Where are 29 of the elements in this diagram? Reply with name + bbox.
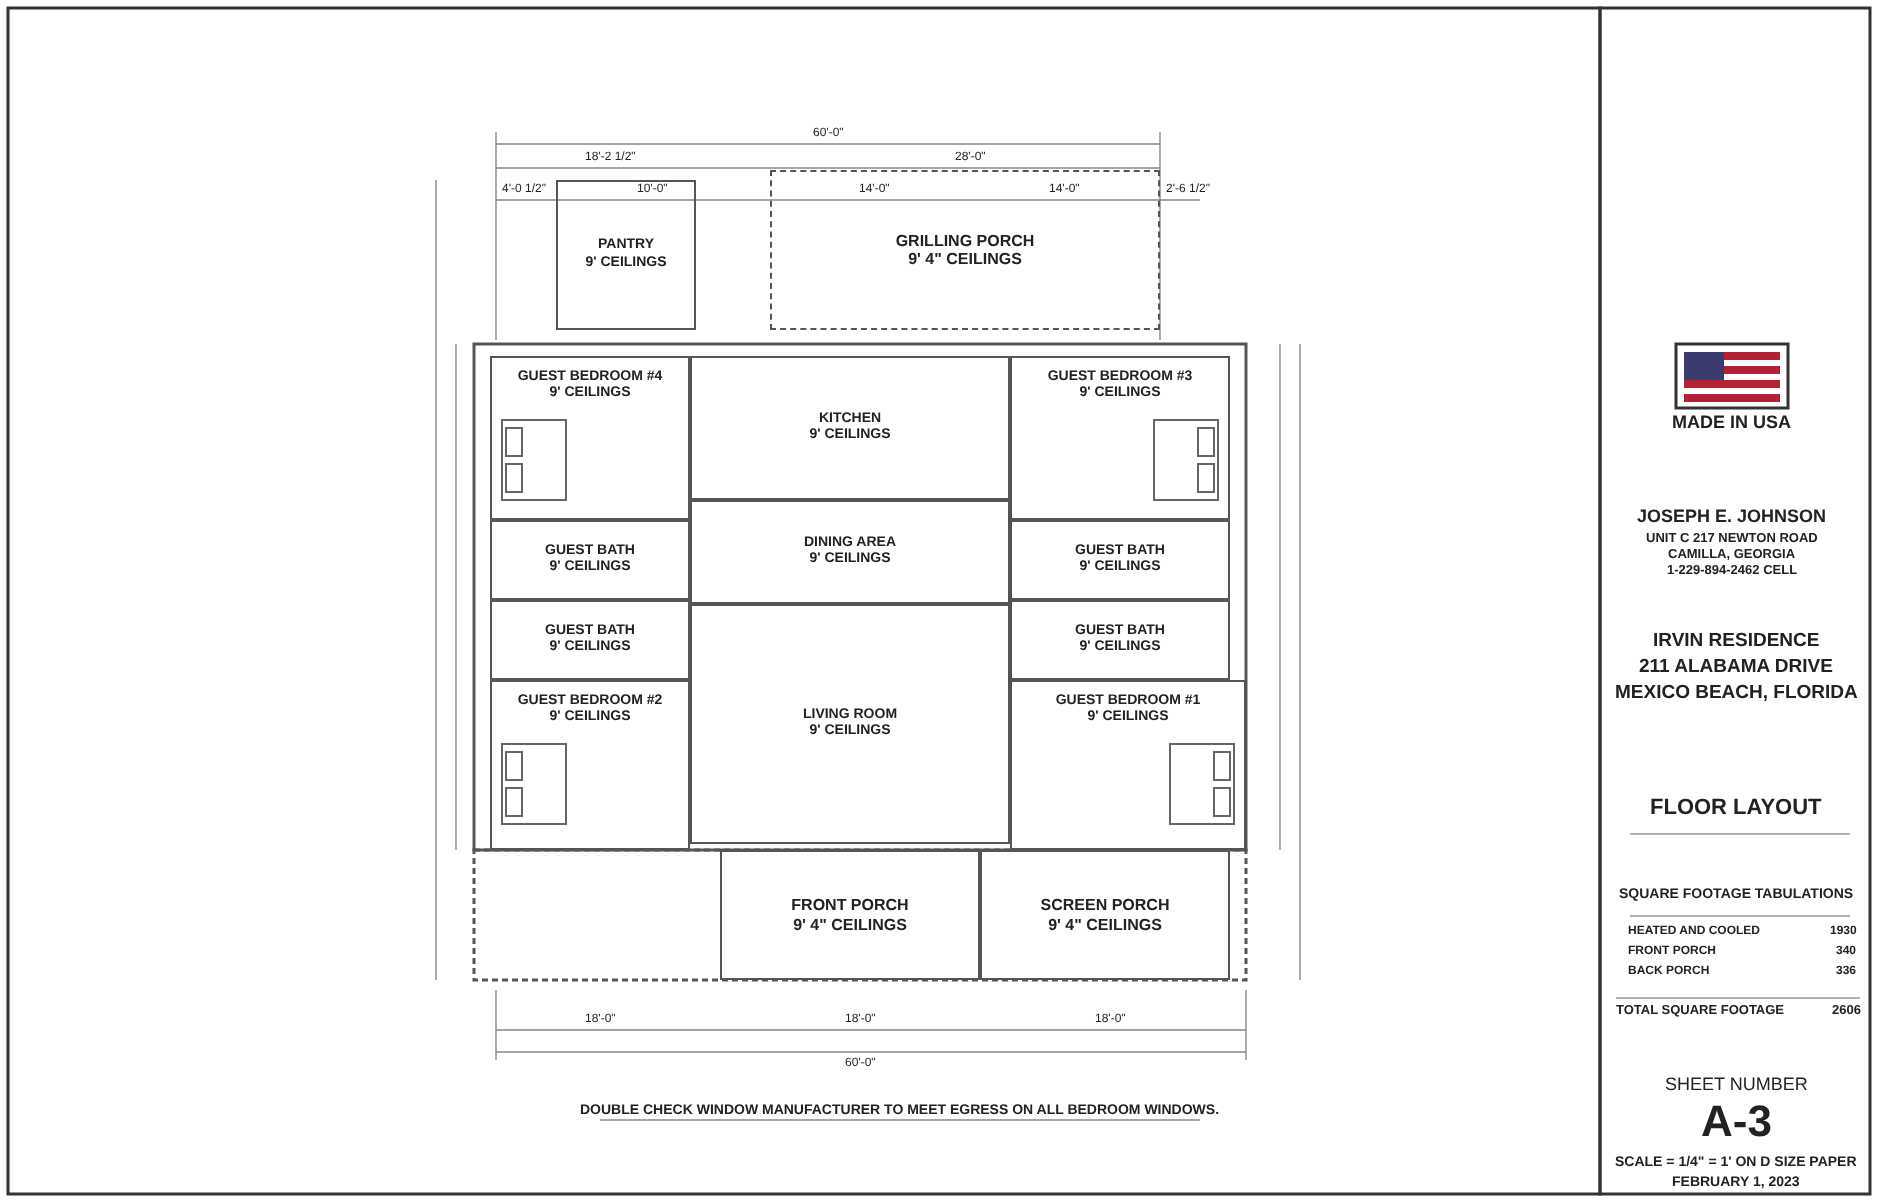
designer-name: JOSEPH E. JOHNSON xyxy=(1637,508,1827,528)
room-outline xyxy=(490,520,690,600)
room-label: GRILLING PORCH xyxy=(895,231,1035,250)
sheet-title: FLOOR LAYOUT xyxy=(1650,796,1822,821)
room-outline xyxy=(490,680,690,850)
room-outline xyxy=(1010,356,1230,520)
room-outline xyxy=(690,604,1010,844)
room-outline xyxy=(556,180,696,330)
project-address: MEXICO BEACH, FLORIDA xyxy=(1615,684,1858,705)
sheet-number: A-3 xyxy=(1701,1098,1772,1147)
flag-caption: MADE IN USA xyxy=(1672,414,1792,434)
room-outline xyxy=(690,356,1010,500)
room-outline xyxy=(490,600,690,680)
room-label: 9' 4" CEILINGS xyxy=(1048,915,1162,934)
room-outline xyxy=(690,500,1010,604)
room-label: 9' 4" CEILINGS xyxy=(908,250,1022,269)
project-address: 211 ALABAMA DRIVE xyxy=(1639,658,1833,679)
room-label: FRONT PORCH xyxy=(791,896,909,915)
room-outline xyxy=(490,356,690,520)
room-outline xyxy=(770,170,1160,330)
room-label: SCREEN PORCH xyxy=(1040,896,1170,915)
room-outline xyxy=(980,850,1230,980)
room-outline xyxy=(720,850,980,980)
room-outline xyxy=(1010,520,1230,600)
project-name: IRVIN RESIDENCE xyxy=(1653,632,1820,653)
sheet-number-label: SHEET NUMBER xyxy=(1665,1076,1808,1096)
room-outline xyxy=(1010,680,1246,850)
room-label: 9' 4" CEILINGS xyxy=(793,915,907,934)
room-outline xyxy=(1010,600,1230,680)
